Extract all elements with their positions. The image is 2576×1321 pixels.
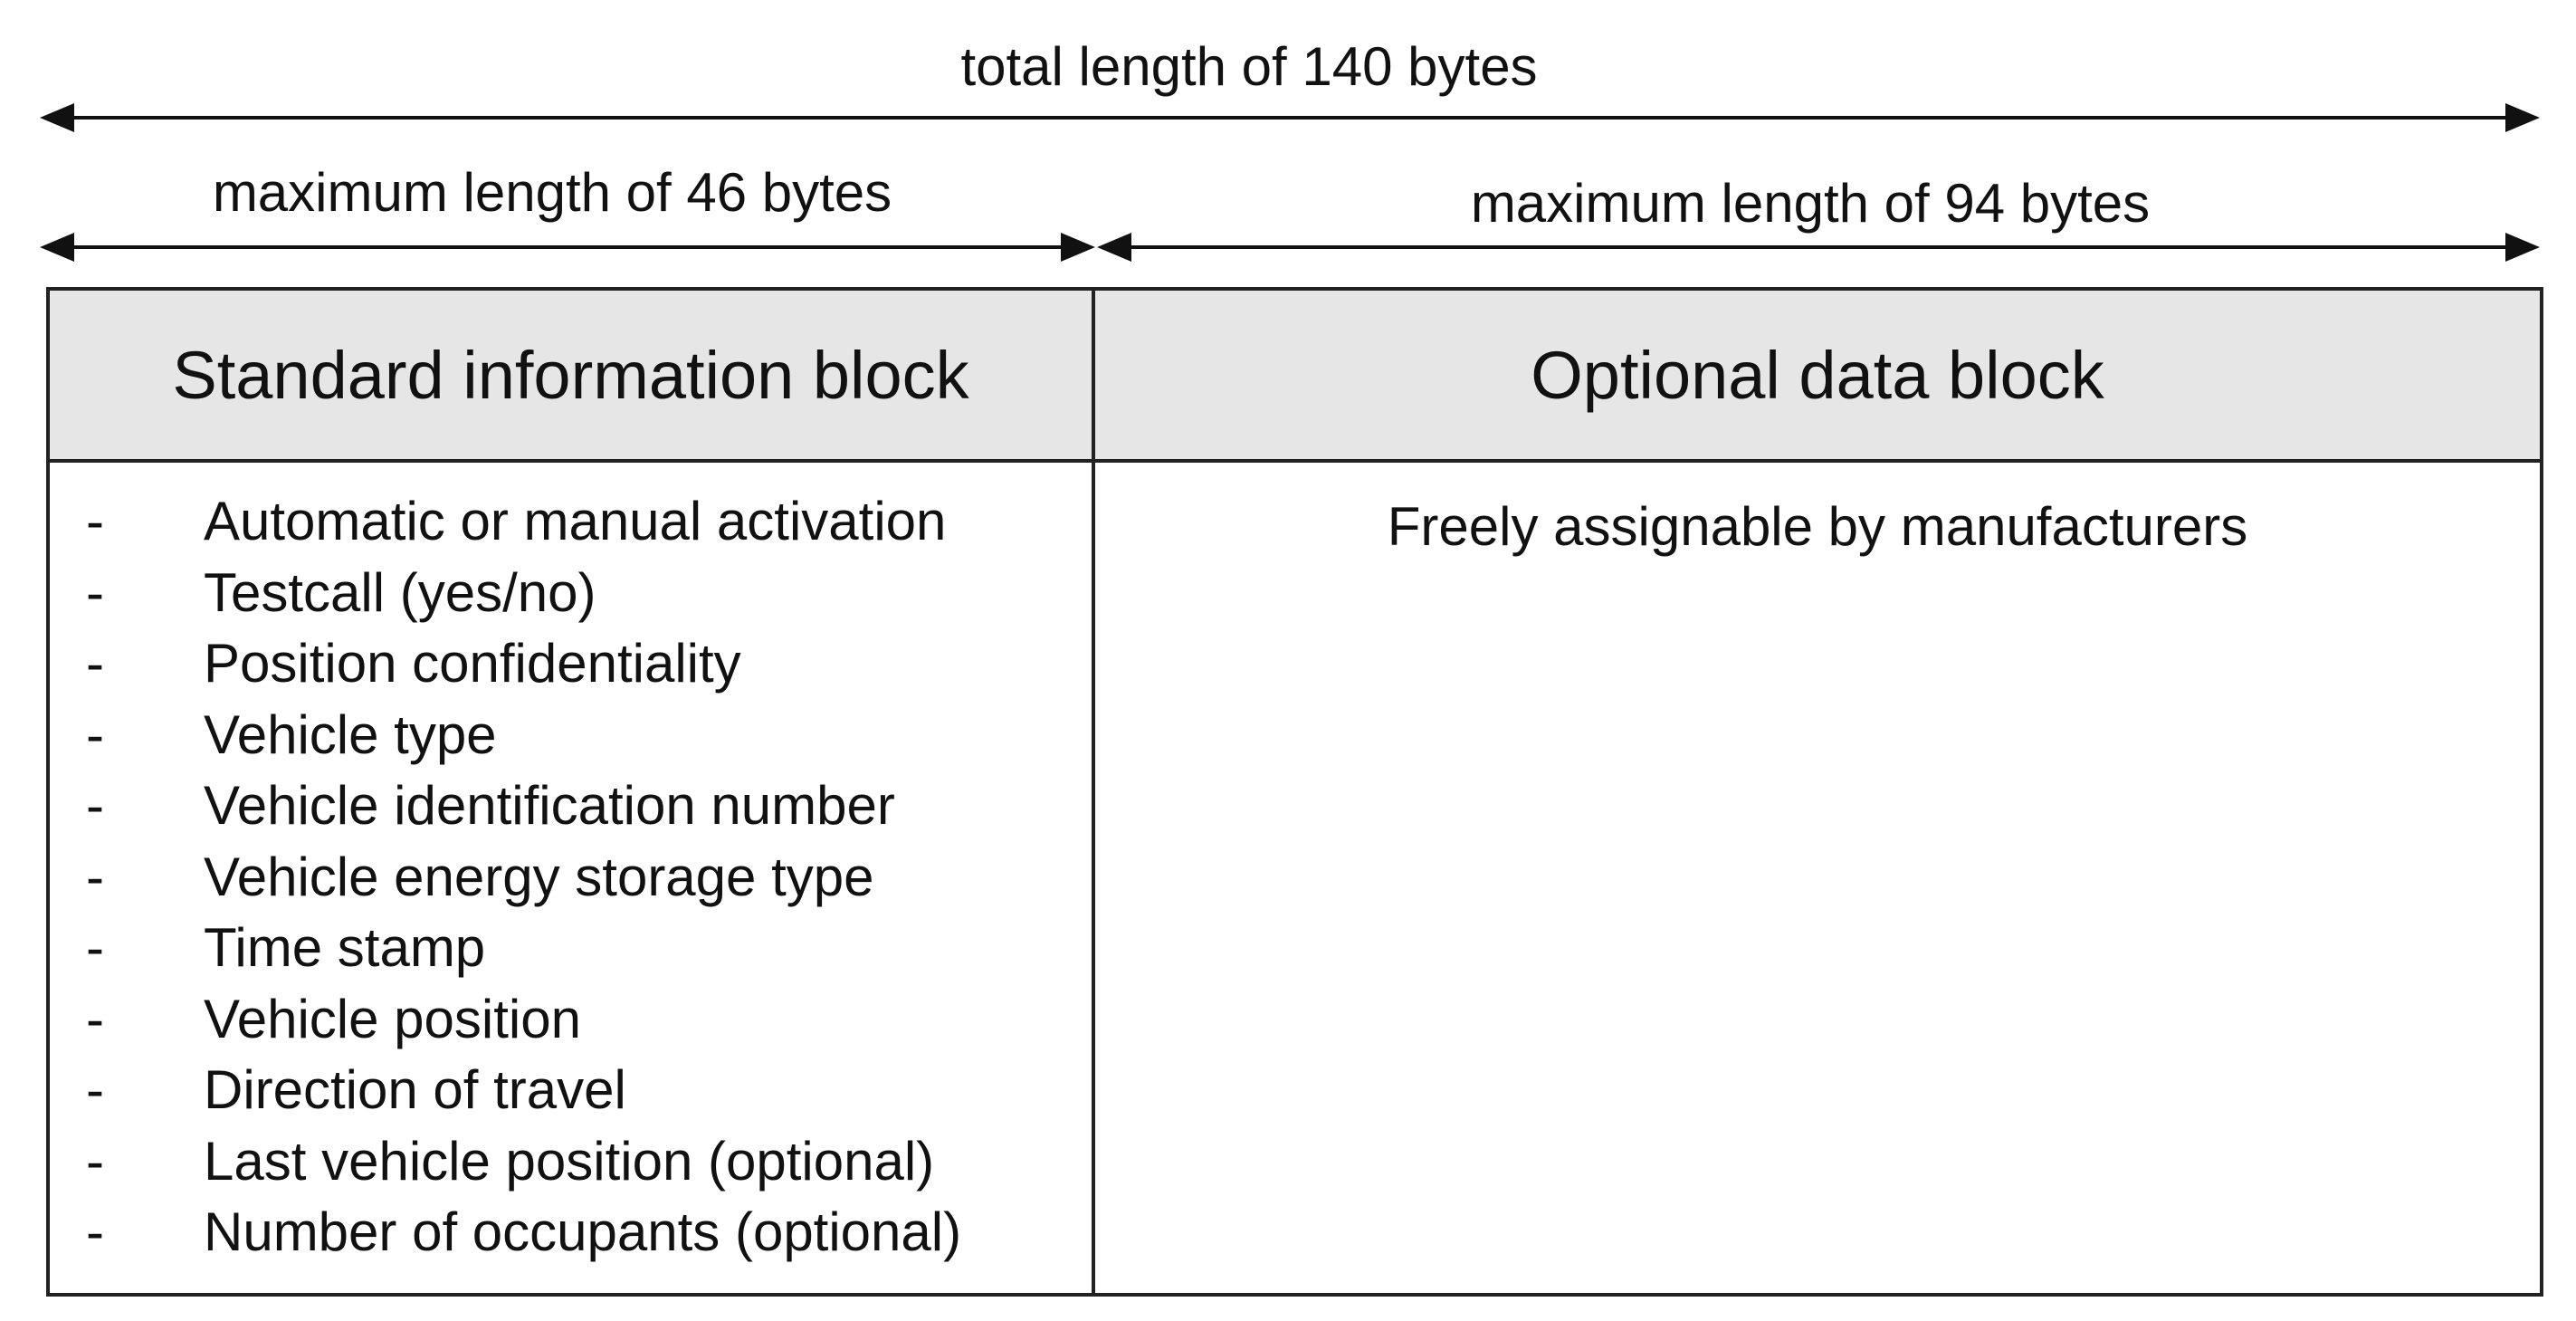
bullet-dash: - [86, 1201, 104, 1262]
list-item: - Vehicle energy storage type [86, 846, 1092, 917]
list-item: - Automatic or manual activation [86, 490, 1092, 561]
bullet-dash: - [86, 491, 104, 551]
item-label: Direction of travel [204, 1059, 626, 1120]
item-label: Last vehicle position (optional) [204, 1130, 935, 1192]
list-item: - Position confidentiality [86, 632, 1092, 704]
list-item: - Vehicle position [86, 988, 1092, 1059]
list-item: - Testcall (yes/no) [86, 561, 1092, 633]
list-item: - Vehicle identification number [86, 774, 1092, 846]
list-item: - Number of occupants (optional) [86, 1201, 1092, 1272]
bullet-dash: - [86, 775, 104, 836]
total-length-arrow [40, 103, 2540, 132]
optional-block-header: Optional data block [1095, 291, 2540, 463]
item-label: Testcall (yes/no) [204, 561, 596, 623]
dimension-arrows [40, 103, 2540, 262]
list-item: - Direction of travel [86, 1058, 1092, 1130]
item-label: Vehicle position [204, 988, 581, 1049]
bullet-dash: - [86, 633, 104, 694]
message-structure-table: Standard information block Optional data… [46, 287, 2543, 1297]
item-label: Vehicle type [204, 704, 497, 765]
total-length-label: total length of 140 bytes [960, 36, 1538, 97]
item-label: Vehicle identification number [204, 775, 895, 836]
standard-block-header: Standard information block [50, 291, 1095, 463]
list-item: - Vehicle type [86, 704, 1092, 775]
optional-block-content: Freely assignable by manufacturers [1387, 496, 2248, 557]
standard-length-arrow [40, 233, 1095, 262]
list-item: - Time stamp [86, 916, 1092, 988]
bullet-dash: - [86, 917, 104, 978]
bullet-dash: - [86, 1059, 104, 1120]
item-label: Position confidentiality [204, 633, 741, 694]
item-label: Vehicle energy storage type [204, 846, 874, 907]
bullet-dash: - [86, 988, 104, 1049]
optional-length-label: maximum length of 94 bytes [1470, 173, 2151, 234]
list-item: - Last vehicle position (optional) [86, 1130, 1092, 1201]
bullet-dash: - [86, 1130, 104, 1192]
item-label: Number of occupants (optional) [204, 1201, 962, 1262]
bullet-dash: - [86, 561, 104, 623]
bullet-dash: - [86, 846, 104, 907]
item-label: Time stamp [204, 917, 486, 978]
item-label: Automatic or manual activation [204, 491, 947, 551]
standard-block-items: - Automatic or manual activation - Testcal… [50, 463, 1095, 1293]
optional-length-arrow [1097, 233, 2540, 262]
bullet-dash: - [86, 704, 104, 765]
standard-length-label: maximum length of 46 bytes [212, 162, 892, 223]
